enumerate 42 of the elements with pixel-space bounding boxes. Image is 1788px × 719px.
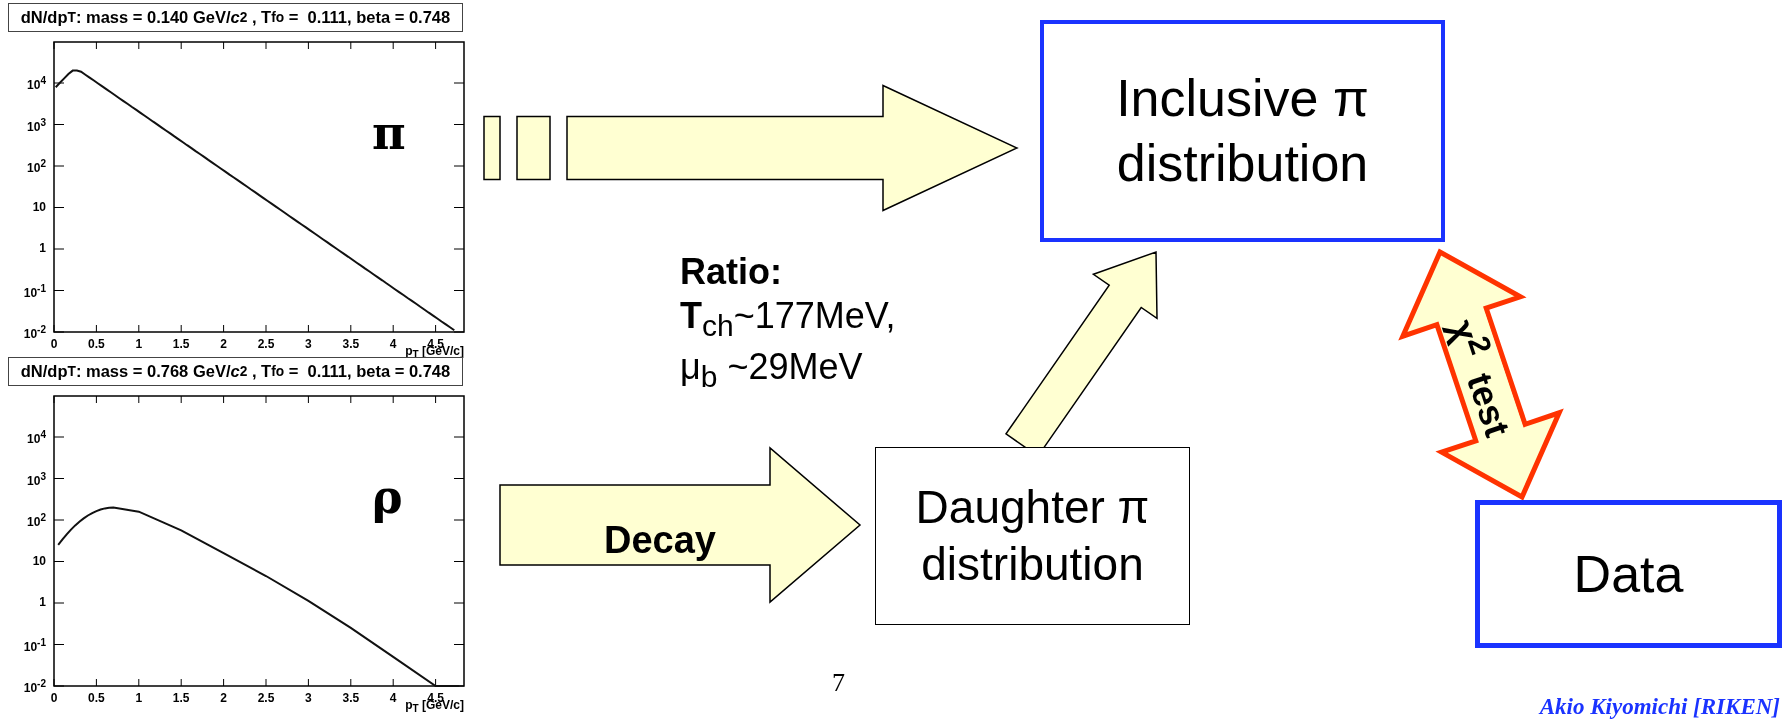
particle-symbol: π — [372, 110, 406, 156]
block-arrow — [499, 446, 862, 604]
tick-label: 3.5 — [342, 338, 360, 350]
tick-label: 0 — [50, 692, 58, 704]
tick-label: 10$^{3}$ — [27, 471, 46, 487]
result-box: Inclusive π distribution — [1040, 20, 1445, 242]
tick-label: 10$^{4}$ — [27, 430, 46, 445]
tick-label: 2.5 — [257, 338, 275, 350]
tick-label: 3.5 — [342, 692, 360, 704]
tick-label: 2 — [220, 338, 227, 350]
tick-label: 10$^{4}$ — [27, 76, 46, 91]
tick-label: 4 — [389, 338, 397, 350]
tick-label: 10$^{-2}$ — [23, 325, 46, 340]
tick-label: 10$^{-1}$ — [23, 637, 46, 653]
tick-label: 1.5 — [172, 692, 190, 704]
tick-label: 1 — [135, 692, 143, 704]
tick-label: 1 — [135, 338, 143, 350]
tick-label: 10$^{-2}$ — [23, 679, 46, 694]
tick-label: 1.5 — [172, 338, 190, 350]
tick-label: 10$^{2}$ — [27, 513, 46, 528]
parameter-note: Ratio: T$_{ch}$~177MeV, μ$_{b}$ ~29MeV — [680, 250, 897, 395]
tick-label: 0.5 — [88, 338, 105, 350]
tick-label: 0 — [50, 338, 58, 350]
tick-label: 3 — [305, 338, 312, 350]
tick-label: 1 — [39, 242, 46, 254]
tick-label: 2 — [220, 692, 227, 704]
tick-label: 10$^{2}$ — [27, 159, 46, 174]
tick-label: 4 — [389, 692, 397, 704]
axis-label: p$_{T}$ [GeV/c] — [405, 699, 464, 715]
tick-label: 10$^{-1}$ — [23, 283, 46, 299]
tick-label: 1 — [39, 596, 46, 608]
author-credit: Akio Kiyomichi [RIKEN] — [1539, 694, 1780, 719]
page-number: 7 — [832, 668, 845, 698]
tick-label: 2.5 — [257, 692, 275, 704]
block-arrow — [483, 84, 1019, 212]
tick-label: 10 — [32, 200, 46, 213]
tick-label: 0.5 — [88, 692, 105, 704]
result-box: Daughter π distribution — [875, 447, 1190, 625]
tick-label: 3 — [305, 692, 312, 704]
tick-label: 10$^{3}$ — [27, 117, 46, 133]
data-box: Data — [1475, 500, 1782, 648]
tick-label: 10 — [32, 554, 46, 567]
